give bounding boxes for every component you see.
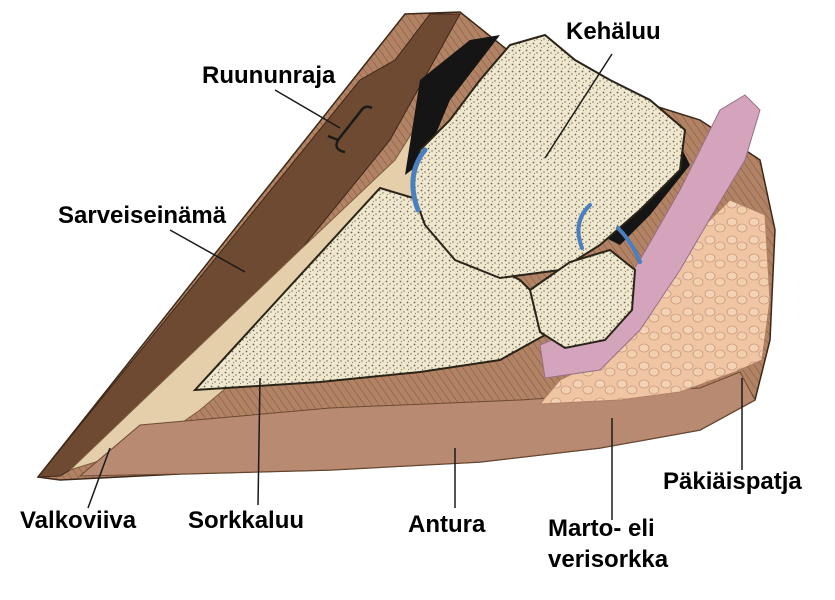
label-marto-line2: verisorkka	[548, 546, 668, 574]
label-marto-line1: Marto- eli	[548, 515, 655, 543]
label-pakiaispatja: Päkiäispatja	[663, 468, 802, 496]
label-valkoviiva: Valkoviiva	[20, 507, 136, 535]
label-sarveiseinama: Sarveiseinämä	[58, 202, 226, 230]
label-ruununraja: Ruununraja	[202, 62, 335, 90]
label-antura: Antura	[408, 511, 485, 539]
label-sorkkaluu: Sorkkaluu	[188, 507, 304, 535]
label-kehaluu: Kehäluu	[566, 18, 661, 46]
